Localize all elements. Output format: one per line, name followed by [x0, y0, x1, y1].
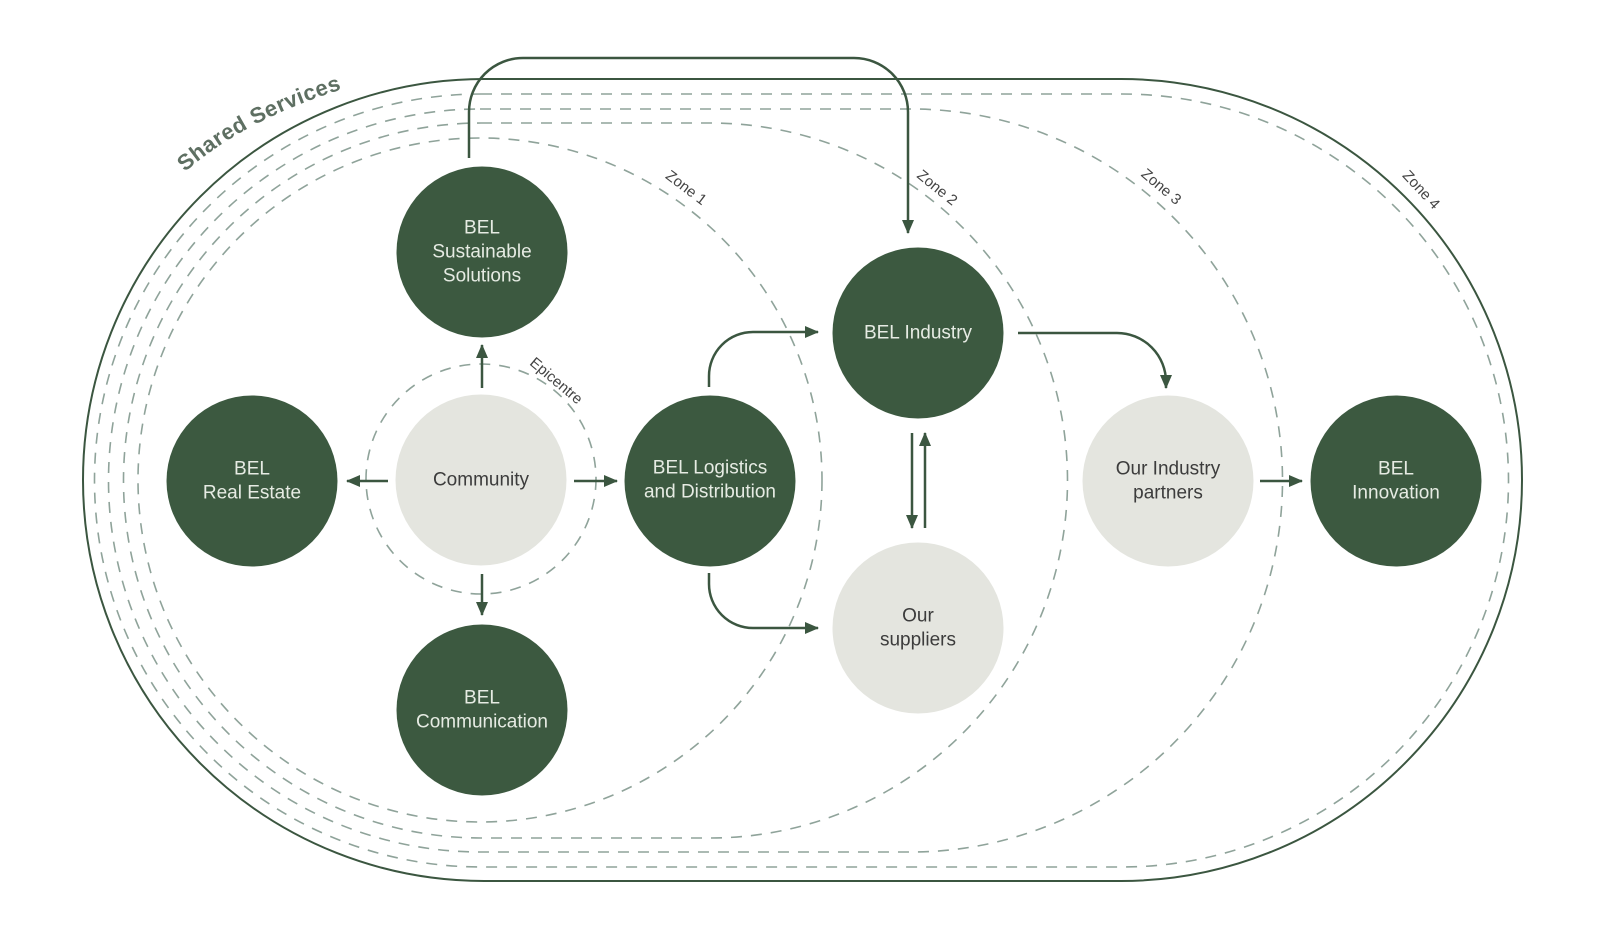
zone-2-label: Zone 2: [914, 167, 961, 210]
node-logistics-label-2: and Distribution: [644, 482, 776, 503]
node-suppliers-label-2: suppliers: [880, 630, 956, 651]
node-real-estate-label-1: BEL: [234, 459, 270, 480]
node-our-suppliers: Our suppliers: [832, 542, 1004, 714]
zone-4-ring: [93, 93, 1510, 868]
node-suppliers-circle: [832, 542, 1004, 714]
node-sustainable-label-3: Solutions: [443, 266, 521, 287]
arrow-logistics-to-suppliers: [707, 573, 819, 634]
node-innovation-label-1: BEL: [1378, 459, 1414, 480]
zone-2-ring: [122, 122, 1069, 839]
node-real-estate-label-2: Real Estate: [203, 483, 301, 504]
shared-services-title: Shared Services: [172, 70, 344, 176]
node-partners-label-1: Our Industry: [1116, 459, 1221, 480]
node-sustainable-label-2: Sustainable: [432, 242, 531, 263]
node-innovation-label-2: Innovation: [1352, 483, 1440, 504]
node-community-circle: [395, 394, 567, 566]
zone-3-label: Zone 3: [1138, 165, 1185, 208]
node-communication-circle: [396, 624, 568, 796]
node-industry-label: BEL Industry: [864, 323, 973, 344]
shared-services-title-text: Shared Services: [172, 70, 343, 176]
arrow-logistics-to-industry: [707, 326, 819, 387]
node-community-label: Community: [433, 470, 530, 491]
zone-1-label: Zone 1: [662, 167, 710, 209]
zone-1-ring: [137, 137, 823, 823]
arrow-industry-to-partners: [1018, 331, 1172, 389]
arrow-sustainable-to-industry: [467, 56, 914, 234]
node-logistics-circle: [624, 395, 796, 567]
node-bel-communication: BEL Communication: [396, 624, 568, 796]
node-sustainable-circle: [396, 166, 568, 338]
node-sustainable-label-1: BEL: [464, 218, 500, 239]
node-communication-label-2: Communication: [416, 712, 548, 733]
zone-4-label: Zone 4: [1399, 167, 1443, 213]
node-communication-label-1: BEL: [464, 688, 500, 709]
zone-3-ring: [107, 108, 1284, 853]
node-bel-innovation: BEL Innovation: [1310, 395, 1482, 567]
node-bel-sustainable-solutions: BEL Sustainable Solutions: [396, 166, 568, 338]
node-innovation-circle: [1310, 395, 1482, 567]
node-real-estate-circle: [166, 395, 338, 567]
node-bel-real-estate: BEL Real Estate: [166, 395, 338, 567]
epicentre-label: Epicentre: [526, 354, 585, 408]
node-community: Community: [395, 394, 567, 566]
shared-services-boundary: [82, 78, 1523, 882]
node-logistics-label-1: BEL Logistics: [653, 458, 767, 479]
node-partners-circle: [1082, 395, 1254, 567]
node-bel-logistics: BEL Logistics and Distribution: [624, 395, 796, 567]
node-industry-circle: [832, 247, 1004, 419]
node-partners-label-2: partners: [1133, 483, 1203, 504]
node-suppliers-label-1: Our: [902, 606, 934, 627]
node-our-industry-partners: Our Industry partners: [1082, 395, 1254, 567]
node-bel-industry: BEL Industry: [832, 247, 1004, 419]
